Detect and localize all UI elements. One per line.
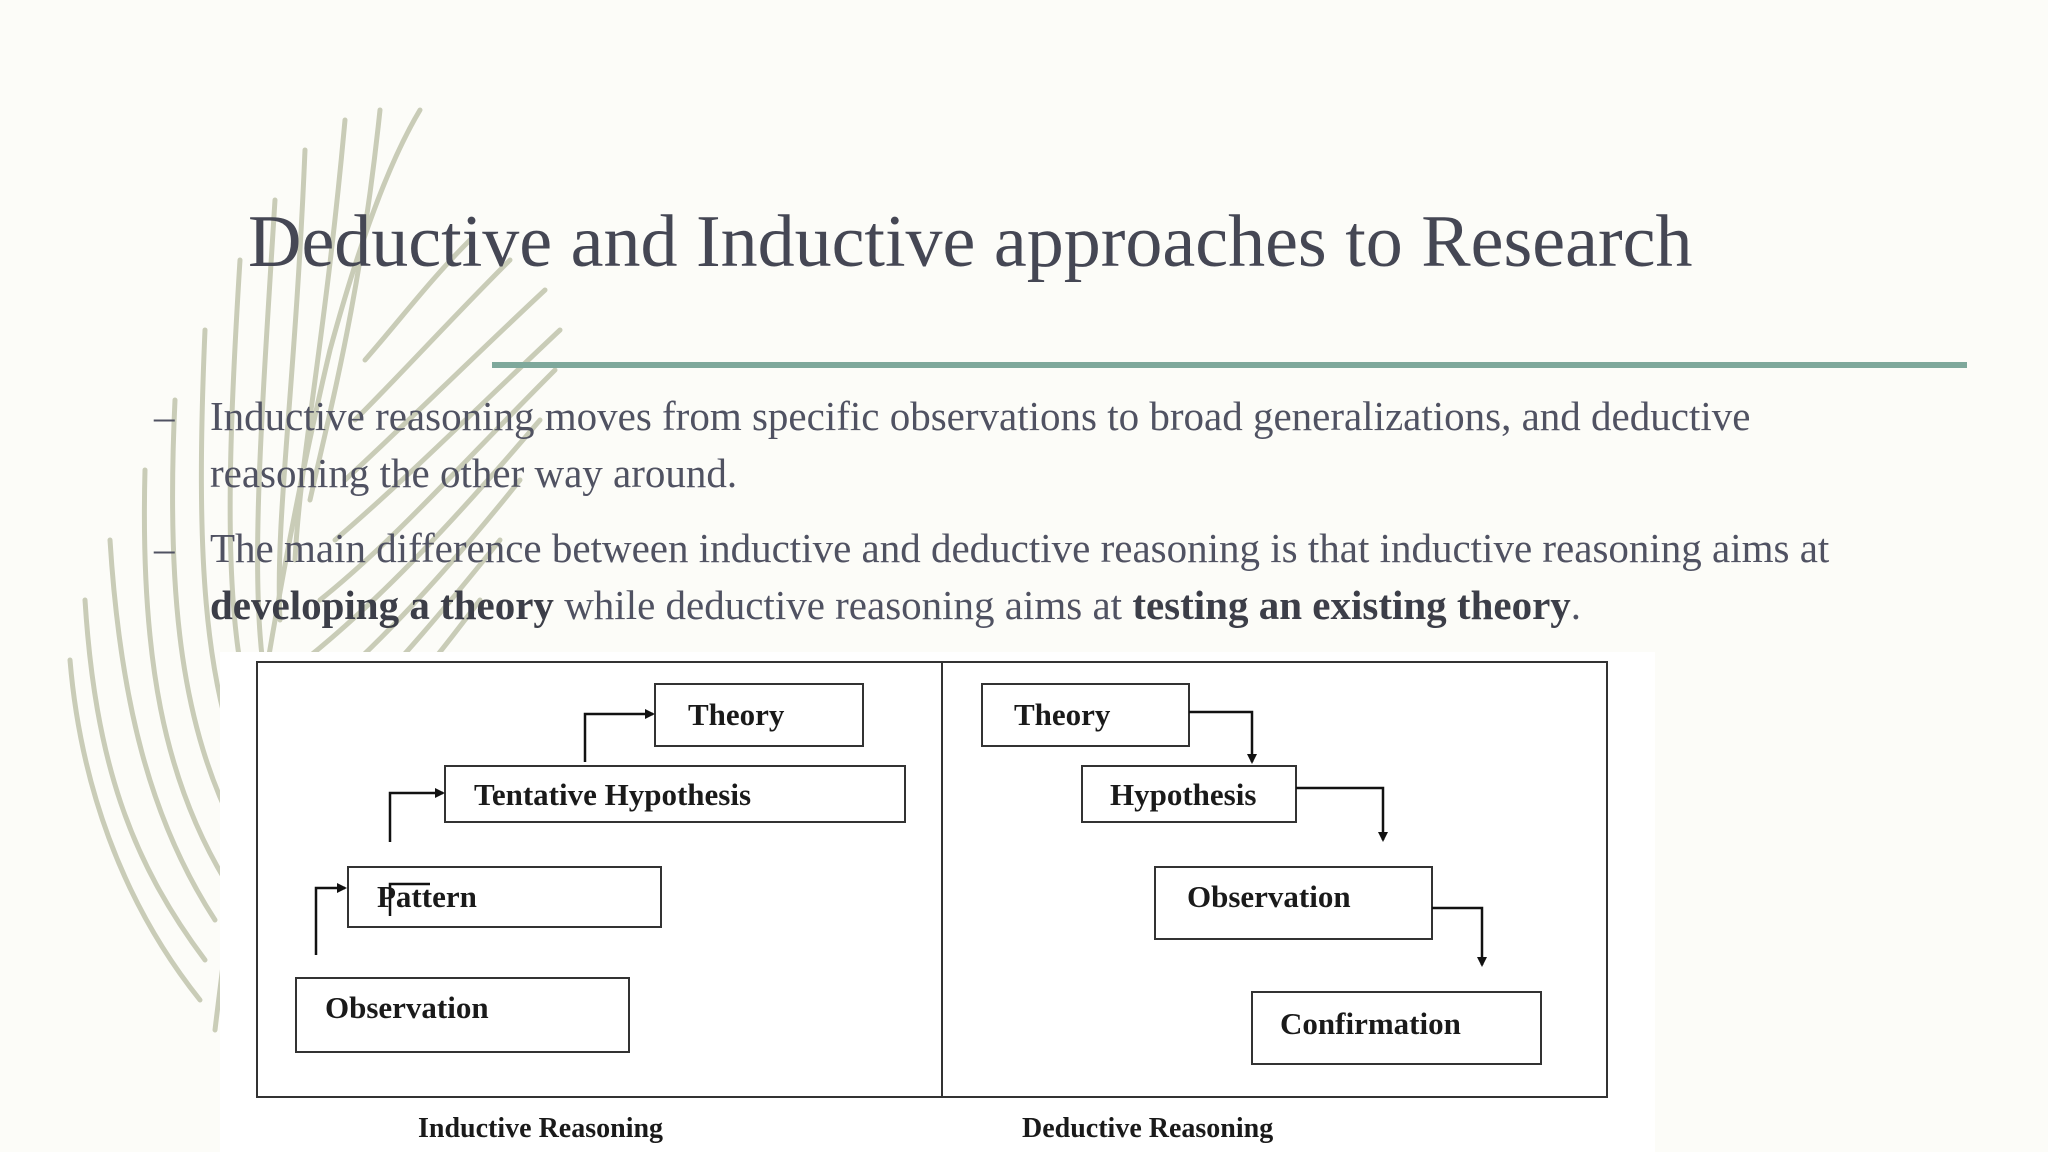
inductive-step-observation: Observation	[325, 990, 489, 1025]
inductive-caption: Inductive Reasoning	[418, 1113, 663, 1144]
deductive-step-observation: Observation	[1187, 879, 1351, 914]
inductive-step-theory: Theory	[688, 697, 785, 732]
deductive-caption: Deductive Reasoning	[1022, 1113, 1273, 1144]
bullet-text-part1: The main difference between inductive an…	[210, 525, 1830, 571]
deductive-hypothesis-box	[1081, 765, 1297, 823]
arrow-hypothesis-to-theory	[388, 788, 445, 842]
deductive-theory-box	[981, 683, 1190, 747]
bullet-text-part3: .	[1570, 582, 1582, 628]
arrow-theory-to-hypothesis	[1189, 710, 1257, 764]
deductive-step-confirmation: Confirmation	[1280, 1006, 1461, 1041]
deductive-observation-box	[1154, 866, 1433, 940]
arrow-hypothesis-to-observation	[1296, 786, 1388, 842]
bullet-dash: –	[154, 393, 175, 439]
inductive-hypothesis-box	[444, 765, 906, 823]
inductive-pattern-box	[347, 866, 662, 928]
arrow-to-theory	[583, 709, 655, 762]
inductive-step-pattern: Pattern	[377, 879, 477, 914]
inductive-theory-box	[654, 683, 864, 747]
arrow-pattern-to-hypothesis	[388, 882, 430, 916]
inductive-observation-box	[295, 977, 630, 1053]
bullet-text: Inductive reasoning moves from specific …	[210, 393, 1751, 496]
slide-title: Deductive and Inductive approaches to Re…	[248, 201, 1693, 283]
arrow-observation-to-confirmation	[1432, 906, 1487, 967]
title-divider	[492, 362, 1967, 368]
reasoning-diagram: Theory Tentative Hypothesis Pattern Obse…	[220, 652, 1655, 1152]
deductive-step-theory: Theory	[1014, 697, 1111, 732]
bullet-list: – Inductive reasoning moves from specifi…	[150, 388, 1910, 652]
deductive-step-hypothesis: Hypothesis	[1110, 777, 1256, 812]
bullet-item-inductive-deductive: – Inductive reasoning moves from specifi…	[150, 388, 1910, 502]
bullet-bold-testing-theory: testing an existing theory	[1132, 582, 1571, 628]
inductive-step-hypothesis: Tentative Hypothesis	[474, 777, 751, 812]
deductive-confirmation-box	[1251, 991, 1542, 1065]
bullet-text-part2: while deductive reasoning aims at	[553, 582, 1133, 628]
bullet-dash: –	[154, 525, 175, 571]
bullet-item-main-difference: – The main difference between inductive …	[150, 520, 1910, 634]
arrow-observation-to-pattern	[314, 883, 347, 955]
bullet-bold-developing-theory: developing a theory	[210, 582, 554, 628]
